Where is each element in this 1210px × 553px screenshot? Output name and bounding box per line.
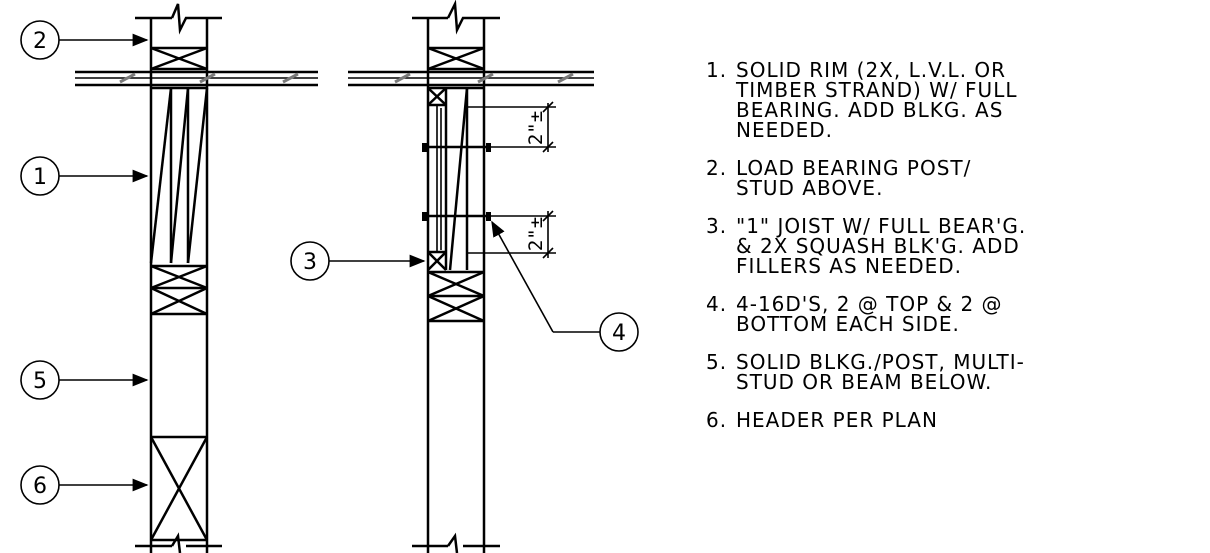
callout-1-label: 1 [33,165,47,190]
note-item: 3. "1" JOIST W/ FULL BEAR'G. & 2X SQUASH… [706,216,1206,276]
callout-6: 6 [20,465,149,505]
callout-5: 5 [20,360,149,400]
callout-6-label: 6 [33,474,47,499]
notes-list: 1. SOLID RIM (2X, L.V.L. OR TIMBER STRAN… [706,60,1206,448]
dimension-upper: 2"± [467,101,556,153]
callout-4: 4 [491,220,639,352]
note-number: 6. [706,408,728,432]
note-number: 3. [706,214,728,238]
note-item: 2. LOAD BEARING POST/ STUD ABOVE. [706,158,1206,198]
right-stud-above-block [427,46,485,71]
right-squash-blocks [427,270,485,323]
nail-lower [422,212,491,221]
note-item: 6. HEADER PER PLAN [706,410,1206,430]
left-floor-sheathing [75,70,318,87]
header-block [149,435,209,542]
note-number: 2. [706,156,728,180]
callout-5-label: 5 [33,369,47,394]
note-number: 5. [706,350,728,374]
note-text: HEADER PER PLAN [736,408,938,432]
callout-3-label: 3 [303,250,317,275]
note-number: 1. [706,58,728,82]
note-text: LOAD BEARING POST/ STUD ABOVE. [736,156,972,200]
callout-2: 2 [20,20,149,60]
note-text: "1" JOIST W/ FULL BEAR'G. & 2X SQUASH BL… [736,214,1027,278]
note-text: SOLID RIM (2X, L.V.L. OR TIMBER STRAND) … [736,58,1018,142]
callout-1: 1 [20,156,149,196]
note-item: 5. SOLID BLKG./POST, MULTI- STUD OR BEAM… [706,352,1206,392]
note-item: 1. SOLID RIM (2X, L.V.L. OR TIMBER STRAN… [706,60,1206,140]
callout-3: 3 [290,241,426,281]
dimension-upper-label: 2"± [525,111,547,145]
left-detail: 2 1 5 6 [20,3,318,553]
note-text: 4-16D'S, 2 @ TOP & 2 @ BOTTOM EACH SIDE. [736,292,1003,336]
left-squash-blocks [150,264,208,316]
callout-4-label: 4 [612,321,626,346]
note-text: SOLID BLKG./POST, MULTI- STUD OR BEAM BE… [736,350,1025,394]
nail-upper [422,143,491,152]
right-detail: 2"± 2"± 3 4 [290,0,639,553]
solid-rim [149,86,209,264]
stud-above-block [150,46,208,71]
callout-2-label: 2 [33,29,47,54]
dimension-lower-label: 2"± [525,217,547,251]
dimension-lower: 2"± [467,210,556,259]
right-floor-sheathing [348,70,594,87]
note-number: 4. [706,292,728,316]
note-item: 4. 4-16D'S, 2 @ TOP & 2 @ BOTTOM EACH SI… [706,294,1206,334]
i-joist [427,86,484,271]
